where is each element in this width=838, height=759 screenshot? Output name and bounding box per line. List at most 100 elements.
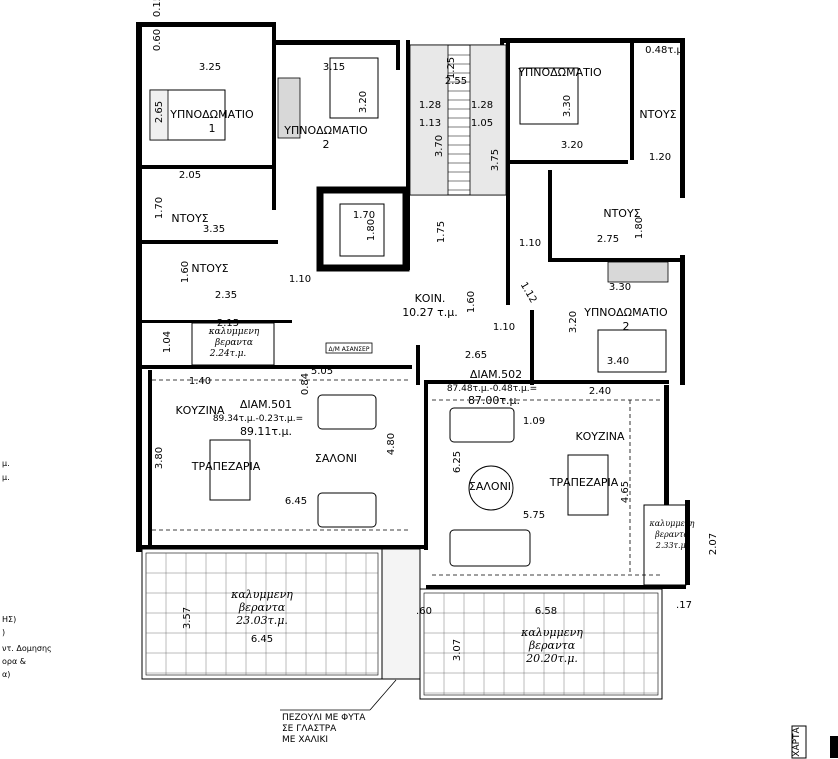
interior-walls [142,40,683,550]
dim-label: 1.25 [446,57,457,79]
dim-label: .60 [416,606,432,617]
room-label-bedroom-right2: ΥΠΝΟΔΩΜΑΤΙΟ [583,306,668,319]
dim-label: 3.15 [323,62,345,73]
veranda-big-left-area: 23.03τ.μ. [235,614,288,627]
dim-label: 1.09 [523,416,545,427]
dim-label: 3.57 [182,607,193,629]
dim-label: 2.65 [154,101,165,123]
svg-text:ορα &: ορα & [2,657,26,666]
planter-note-line3: ΜΕ ΧΑΛΙΚΙ [282,735,328,745]
room-label-bedroom1: ΥΠΝΟΔΩΜΑΤΙΟ [169,108,254,121]
small-veranda-right [643,504,687,586]
stair-steps [448,54,470,191]
dim-label: 6.58 [535,606,557,617]
sofa-right-top [449,407,515,443]
veranda-labels: καλυμμενη βεραντα 2.24τ.μ. καλυμμενη βερ… [208,327,695,665]
dining-table-right [567,454,609,516]
room-label-wc-right-top: ΝΤΟΥΣ [639,108,676,121]
coffee-table-right [468,465,514,511]
veranda-small-right-area: 2.33τ.μ. [655,541,689,550]
veranda-big-right-sub: βεραντα [528,639,576,652]
veranda-small-right-sub: βεραντα [654,530,689,539]
dim-label: 3.30 [609,282,631,293]
dim-label: 3.35 [203,224,225,235]
veranda-big-left-title: καλυμμενη [230,588,293,601]
room-label-dining-left: ΤΡΑΠΕΖΑΡΙΑ [191,460,261,473]
room-labels: ΥΠΝΟΔΩΜΑΤΙΟ 1 ΥΠΝΟΔΩΜΑΤΙΟ 2 ΥΠΝΟΔΩΜΑΤΙΟ … [169,66,676,493]
dim-label: 1.10 [493,322,515,333]
dimension-labels: 3.25 3.15 2.55 0.60 2.65 3.20 1.28 1.28 … [152,0,719,661]
apt-502-calc: 87.48τ.μ.-0.48τ.μ.= [447,384,537,394]
veranda-tile-grid [146,553,658,695]
dim-label: 6.25 [452,451,463,473]
veranda-small-right-title: καλυμμενη [649,519,695,528]
dim-label: 2.55 [445,76,467,87]
dim-label: 1.05 [471,118,493,129]
dim-label: .17 [676,600,692,611]
dim-label: 0.60 [152,29,163,51]
dim-label: 2.07 [708,533,719,555]
svg-text:ΧΑΡΤΑ: ΧΑΡΤΑ [792,726,802,756]
room-label-bedroom1-num: 1 [209,122,216,135]
room-label-bedroom-right2-num: 2 [623,320,630,333]
dim-label: 3.70 [434,135,445,157]
dim-label: 1.10 [289,274,311,285]
dim-label: 1.70 [353,210,375,221]
dim-label: 1.40 [189,376,211,387]
hatched-areas [277,77,669,283]
room-label-kitchen-right: ΚΟΥΖΙΝΑ [575,430,625,443]
dim-label: 1.60 [466,291,477,313]
svg-text:ντ. Δομησης: ντ. Δομησης [2,644,52,653]
svg-text:ΗΣ): ΗΣ) [2,615,16,624]
dim-label: 1.75 [436,221,447,243]
apartment-labels: ΔΙΑΜ.501 89.34τ.μ.-0.23τ.μ.= 89.11τ.μ. Δ… [213,368,537,438]
room-label-bedroom-top-right: ΥΠΝΟΔΩΜΑΤΙΟ [517,66,602,79]
dim-label: 3.07 [452,639,463,661]
dim-label: 2.35 [215,290,237,301]
apt-501-area: 89.11τ.μ. [240,425,292,438]
dim-label: 0.48τ.μ [645,45,683,56]
planter-note-line2: ΣΕ ΓΛΑΣΤΡΑ [282,724,337,734]
dim-label: 1.04 [162,331,173,353]
dim-label: 1.28 [419,100,441,111]
sofa-left-top [317,394,377,430]
dim-label: 4.80 [386,433,397,455]
bed-right-2 [597,329,667,373]
dim-label: 3.25 [199,62,221,73]
veranda-big-right-area: 20.20τ.μ. [525,652,578,665]
dim-label: 1.28 [471,100,493,111]
room-label-dining-right: ΤΡΑΠΕΖΑΡΙΑ [549,476,619,489]
planter-note: ΠΕΖΟΥΛΙ ΜΕ ΦΥΤΑ ΣΕ ΓΛΑΣΤΡΑ ΜΕ ΧΑΛΙΚΙ [280,679,397,745]
dim-label: 2.75 [597,234,619,245]
dim-label: 1.80 [634,217,645,239]
dim-label: 0.15 [152,0,163,17]
dim-label: 3.75 [490,149,501,171]
dim-label: 1.13 [419,118,441,129]
planter [381,548,421,680]
sofa-right-bottom [449,529,531,567]
svg-text:μ.: μ. [2,459,10,468]
elevator-label: Δ/Μ ΑΣΑΝΣΕΡ [325,342,373,354]
room-label-common-area: 10.27 τ.μ. [402,306,458,319]
room-label-bedroom2: ΥΠΝΟΔΩΜΑΤΙΟ [283,124,368,137]
dim-label: 5.75 [523,510,545,521]
staircase [409,44,507,196]
apt-501-calc: 89.34τ.μ.-0.23τ.μ.= [213,414,303,424]
sofa-left-bottom [317,492,377,528]
dim-label: 4.65 [620,481,631,503]
room-label-wc-right: ΝΤΟΥΣ [603,207,640,220]
dim-label: 2.15 [217,318,239,329]
room-label-wc-left: ΝΤΟΥΣ [171,212,208,225]
svg-text:μ.: μ. [2,473,10,482]
dim-label: 1.70 [154,197,165,219]
dim-label: 3.20 [561,140,583,151]
dim-label: 1.60 [180,261,191,283]
bed-2 [329,57,379,119]
dim-label: 1.10 [519,238,541,249]
svg-text:α): α) [2,670,10,679]
dim-label: 1.12 [518,280,539,305]
small-veranda-left [191,322,275,366]
bed-1 [149,89,226,141]
left-notes: μ. μ. ΗΣ) ) ντ. Δομησης ορα & α) [2,459,52,679]
